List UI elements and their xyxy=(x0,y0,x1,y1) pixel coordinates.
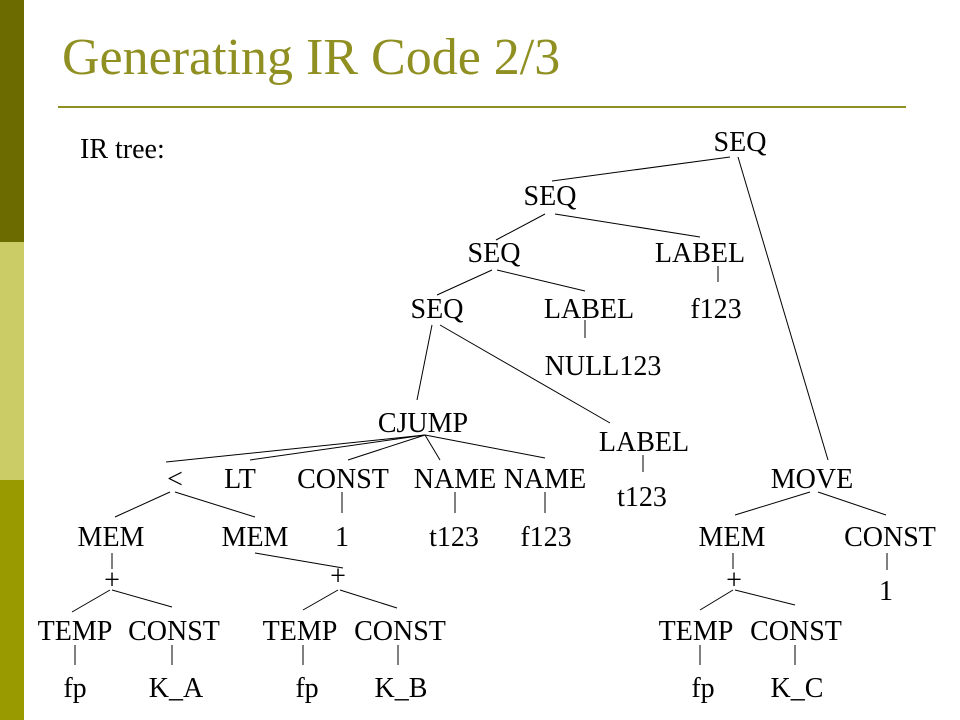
node-label-f123: LABEL xyxy=(655,238,745,269)
edge xyxy=(436,269,493,296)
node-lt: LT xyxy=(224,464,256,495)
node-t123-label-arg: t123 xyxy=(617,482,667,513)
accent-bar-middle xyxy=(0,242,24,480)
node-const-move: CONST xyxy=(844,522,936,553)
node-fp-a: fp xyxy=(63,673,86,704)
edge xyxy=(734,589,796,606)
node-mem-c: MEM xyxy=(699,522,766,553)
node-name-2: NAME xyxy=(504,464,586,495)
edge xyxy=(254,552,344,569)
node-label-t123: LABEL xyxy=(599,427,689,458)
edge xyxy=(302,589,339,611)
node-k-b: K_B xyxy=(375,673,428,704)
edge xyxy=(496,269,586,292)
node-plus-b: + xyxy=(330,561,346,592)
accent-bar-bottom xyxy=(0,480,24,720)
node-f123-top: f123 xyxy=(690,294,741,325)
node-plus-c: + xyxy=(726,565,742,596)
edge xyxy=(249,434,426,461)
edge xyxy=(347,434,426,461)
node-cjump: CJUMP xyxy=(378,408,468,439)
node-mem-a: MEM xyxy=(78,522,145,553)
node-seq-4: SEQ xyxy=(411,294,464,325)
edge xyxy=(424,434,546,459)
edge xyxy=(817,491,887,516)
node-fp-b: fp xyxy=(295,673,318,704)
edge xyxy=(174,491,256,518)
edge xyxy=(699,589,734,611)
accent-bar-top xyxy=(0,0,24,242)
node-fp-c: fp xyxy=(691,673,714,704)
node-one-move: 1 xyxy=(879,576,893,607)
edge xyxy=(551,156,731,182)
node-const-a: CONST xyxy=(128,616,220,647)
node-one-cjump: 1 xyxy=(335,522,349,553)
node-plus-a: + xyxy=(104,565,120,596)
edge xyxy=(554,213,701,238)
edge xyxy=(424,434,441,461)
tree-edges xyxy=(71,156,888,665)
node-move: MOVE xyxy=(771,464,853,495)
title-underline xyxy=(58,106,906,108)
node-label-null: LABEL xyxy=(544,294,634,325)
node-const-b: CONST xyxy=(354,616,446,647)
edge xyxy=(71,589,111,613)
node-name-1: NAME xyxy=(414,464,496,495)
node-t123-name: t123 xyxy=(429,522,479,553)
node-seq-root: SEQ xyxy=(714,127,767,158)
edge xyxy=(416,324,433,401)
node-temp-b: TEMP xyxy=(263,616,338,647)
node-k-c: K_C xyxy=(771,673,824,704)
edge xyxy=(439,324,611,424)
node-less-than: < xyxy=(167,464,183,495)
edge xyxy=(495,213,546,241)
node-const-cjump: CONST xyxy=(297,464,389,495)
slide-subtitle: IR tree: xyxy=(80,134,165,165)
node-const-c: CONST xyxy=(750,616,842,647)
edge xyxy=(114,491,171,518)
node-f123-name: f123 xyxy=(520,522,571,553)
node-mem-b: MEM xyxy=(222,522,289,553)
edge xyxy=(165,434,426,463)
node-seq-2: SEQ xyxy=(524,181,577,212)
tree-nodes: SEQ SEQ SEQ LABEL SEQ LABEL f123 NULL123… xyxy=(38,127,936,704)
edge xyxy=(339,589,398,609)
edge xyxy=(111,589,173,608)
node-seq-3: SEQ xyxy=(468,238,521,269)
node-temp-a: TEMP xyxy=(38,616,113,647)
slide-title: Generating IR Code 2/3 xyxy=(62,29,561,86)
node-k-a: K_A xyxy=(149,673,204,704)
node-temp-c: TEMP xyxy=(659,616,734,647)
node-null123: NULL123 xyxy=(545,351,662,382)
edge xyxy=(734,491,811,516)
edge xyxy=(737,156,829,461)
